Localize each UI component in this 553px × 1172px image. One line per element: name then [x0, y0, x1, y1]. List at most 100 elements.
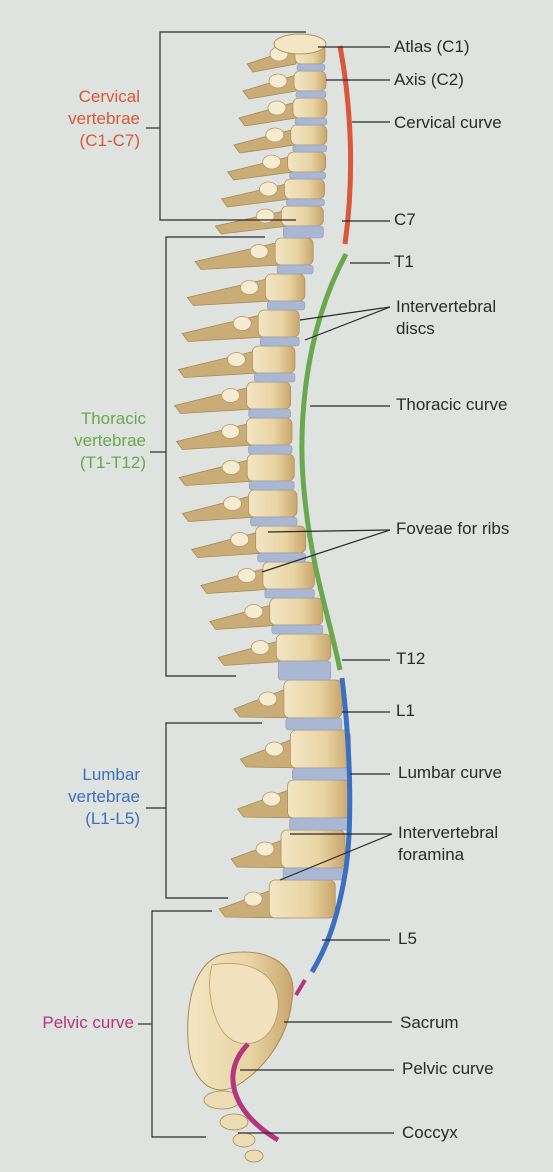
- vertebral-process: [175, 421, 256, 450]
- vertebral-body: [275, 633, 332, 662]
- articular-facet: [255, 208, 275, 224]
- vertebral-body: [283, 679, 343, 719]
- sacrum-face: [209, 963, 279, 1045]
- thoracic-vertebra: [181, 309, 300, 342]
- thoracic-label-line2: vertebrae: [74, 431, 146, 450]
- thoracic-vertebra: [173, 381, 292, 414]
- articular-facet: [232, 316, 252, 331]
- vertebral-process: [194, 241, 281, 270]
- thoracic-group-label: Thoracic vertebrae (T1-T12): [30, 408, 146, 474]
- cervical-label-line1: Cervical: [78, 87, 140, 106]
- vertebral-body: [289, 729, 351, 769]
- leader-discs-b: [304, 306, 391, 341]
- vertebral-process: [226, 155, 294, 181]
- vertebral-body: [293, 70, 327, 92]
- intervertebral-disc: [250, 516, 298, 527]
- vertebral-body: [246, 381, 292, 410]
- vertebral-body: [280, 205, 324, 227]
- label-atlas: Atlas (C1): [394, 37, 470, 56]
- thoracic-label-line1: Thoracic: [80, 409, 146, 428]
- cervical-curve-line: [337, 45, 354, 245]
- vertebral-process: [186, 277, 272, 306]
- coccyx-segment: [219, 1113, 249, 1131]
- label-l5: L5: [398, 929, 417, 948]
- articular-facet: [243, 891, 263, 907]
- vertebral-body: [264, 273, 306, 302]
- pelvic-label-line1: Pelvic curve: [42, 1013, 134, 1032]
- articular-facet: [250, 640, 270, 655]
- label-t1: T1: [394, 252, 414, 271]
- articular-facet: [267, 100, 287, 116]
- vertebral-process: [181, 313, 266, 342]
- articular-facet: [237, 568, 257, 583]
- lumbar-vertebra: [236, 779, 350, 819]
- bracket-cervical: [159, 31, 306, 221]
- intervertebral-disc: [285, 717, 343, 731]
- vertebral-body: [246, 417, 293, 446]
- vertebral-body: [287, 151, 327, 173]
- vertebral-body: [290, 124, 328, 146]
- articular-facet: [249, 244, 269, 259]
- articular-facet: [227, 352, 246, 367]
- cervical-vertebra: [242, 70, 327, 100]
- vertebral-body: [257, 309, 300, 338]
- bracket-lumbar: [165, 722, 262, 899]
- articular-facet: [230, 532, 250, 547]
- intervertebral-discs: [248, 63, 351, 881]
- thoracic-vertebra: [194, 237, 314, 270]
- label-c7: C7: [394, 210, 416, 229]
- curve-indicators: [230, 45, 354, 1143]
- articular-facet: [223, 496, 242, 511]
- leader-foramina-b: [279, 833, 393, 881]
- intervertebral-disc: [292, 144, 328, 153]
- label-intervertebral-discs-line1: Intervertebral: [396, 297, 497, 316]
- coccyx-segment: [244, 1149, 264, 1163]
- vertebral-process: [214, 209, 289, 235]
- articular-facet: [244, 604, 264, 619]
- vertebral-body: [284, 178, 325, 200]
- vertebral-process: [238, 101, 297, 127]
- lumbar-label-line1: Lumbar: [82, 765, 140, 784]
- articular-facet: [221, 388, 241, 403]
- thoracic-vertebra: [217, 633, 332, 666]
- label-foveae-for-ribs: Foveae for ribs: [396, 519, 510, 538]
- pelvic-group-label: Pelvic curve: [6, 1012, 134, 1034]
- label-pelvic-curve: Pelvic curve: [402, 1059, 494, 1078]
- intervertebral-disc: [286, 198, 325, 207]
- intervertebral-disc: [267, 300, 306, 311]
- label-intervertebral-discs: Intervertebral discs: [396, 296, 496, 340]
- vertebral-process: [220, 182, 291, 208]
- leader-foveae-b: [261, 529, 391, 573]
- thoracic-label-line3: (T1-T12): [79, 453, 146, 472]
- vertebral-body: [246, 453, 295, 482]
- intervertebral-disc: [264, 588, 315, 599]
- articular-facet: [268, 73, 288, 89]
- vertebral-process: [178, 457, 258, 486]
- articular-facet: [262, 154, 282, 170]
- label-sacrum: Sacrum: [400, 1013, 459, 1032]
- label-axis: Axis (C2): [394, 70, 464, 89]
- cervical-vertebra: [226, 151, 327, 181]
- label-intervertebral-discs-line2: discs: [396, 319, 435, 338]
- intervertebral-disc: [277, 660, 332, 681]
- vertebral-body: [274, 237, 314, 266]
- articular-facet: [255, 841, 275, 857]
- label-intervertebral-foramina-line1: Intervertebral: [398, 823, 499, 842]
- intervertebral-disc: [259, 336, 300, 347]
- label-t12: T12: [396, 649, 426, 668]
- pelvic-curve-gap-line: [294, 978, 307, 997]
- vertebral-process: [177, 349, 261, 378]
- leader-discs-a: [299, 306, 391, 321]
- lumbar-vertebra: [239, 729, 351, 769]
- thoracic-vertebra: [177, 345, 296, 378]
- thoracic-vertebra: [178, 453, 295, 486]
- atlas-bone: [273, 33, 327, 55]
- lumbar-vertebra: [233, 679, 343, 719]
- lumbar-label-line2: vertebrae: [68, 787, 140, 806]
- articular-facet: [262, 791, 281, 807]
- thoracic-vertebra: [200, 561, 315, 594]
- intervertebral-disc: [296, 63, 326, 72]
- articular-facet: [259, 181, 278, 197]
- lumbar-label-line3: (L1-L5): [85, 809, 140, 828]
